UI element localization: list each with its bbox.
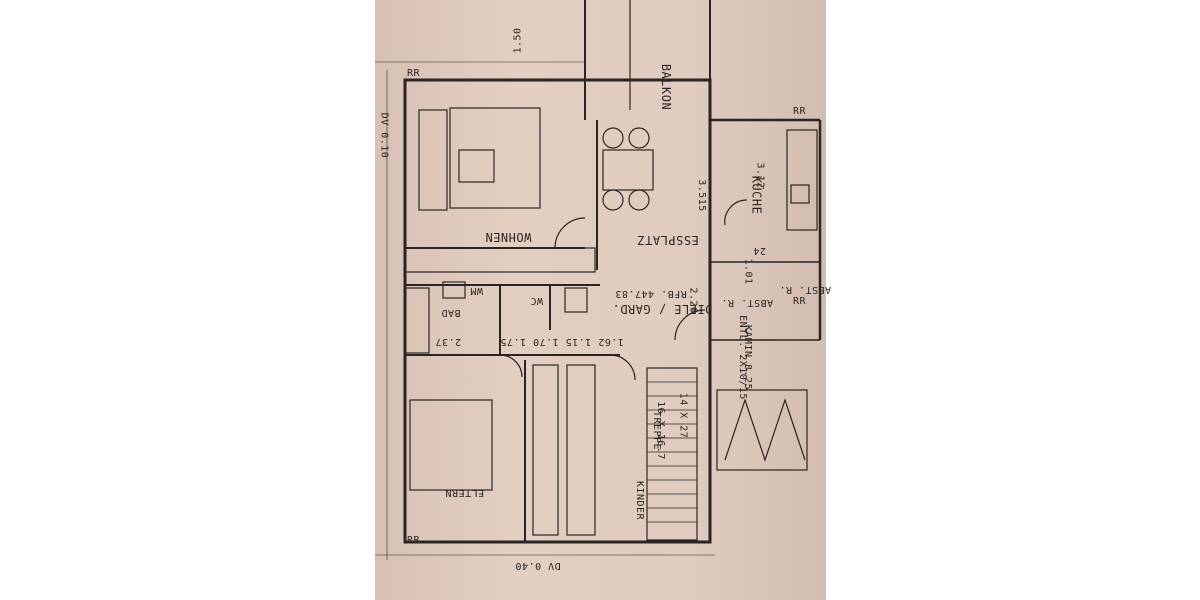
exterior-stair-zigzag <box>724 398 806 462</box>
staircase <box>646 367 698 541</box>
floor-plan-drawing <box>375 0 822 560</box>
room-label-balkon: BALKON <box>659 63 674 111</box>
wardrobe <box>566 364 596 536</box>
vent-label: ENTL. 2X10/15 <box>736 315 748 400</box>
coffee-table <box>458 149 495 183</box>
sofa <box>418 109 448 211</box>
washbasin <box>442 281 466 299</box>
stair-treads <box>647 381 697 523</box>
bathtub <box>404 287 430 354</box>
exterior-stair <box>716 389 808 471</box>
dim-2-37: 2.37 <box>435 336 462 347</box>
kitchen-counter <box>786 129 818 231</box>
rr-bottom-right: RR <box>793 296 807 307</box>
rr-bottom-left: RR <box>407 535 421 546</box>
room-label-kinder: KINDER <box>634 480 646 521</box>
door-swing <box>674 309 706 341</box>
room-label-abst-r: ABST. R. <box>721 297 774 308</box>
wardrobe <box>532 364 559 536</box>
door-swing <box>609 354 636 381</box>
chair <box>628 127 650 149</box>
dim-24: 24 <box>753 245 767 256</box>
room-label-essplatz: ESSPLATZ <box>637 233 699 247</box>
room-label-wc: WC <box>530 295 544 306</box>
dining-table <box>602 149 654 191</box>
room-label-wohnen: WOHNEN <box>485 230 532 244</box>
room-label-bad: BAD <box>441 307 461 318</box>
door-swing <box>554 217 586 249</box>
chair <box>602 127 624 149</box>
counter <box>404 247 596 273</box>
rr-top-right: RR <box>793 106 807 117</box>
room-label-wm: WM <box>470 285 484 296</box>
door-swing <box>499 354 523 378</box>
bed <box>409 399 493 491</box>
dim-3-12: 3.12 <box>754 162 766 189</box>
chair <box>628 189 650 211</box>
dim-3-515: 3.515 <box>695 179 707 212</box>
wc-bowl <box>564 287 588 313</box>
dim-2-26: 2.26 <box>687 287 699 314</box>
dv-bottom-label: DV 0.40 <box>515 560 561 571</box>
rr-top-left: RR <box>407 68 421 79</box>
room-label-eltern: ELTERN <box>445 487 485 498</box>
floor-plan-sheet: WOHNEN BALKON ESSPLATZ KÜCHE BAD WM WC D… <box>375 0 831 600</box>
door-swing <box>724 199 748 226</box>
chair <box>602 189 624 211</box>
dv-top-label: DV 0.10 <box>378 112 390 159</box>
rug <box>449 107 541 209</box>
stair-dimension-1: 16 X 16.7 <box>654 401 666 460</box>
dim-1-01: 1.01 <box>742 258 754 285</box>
stair-dimension-2: 14 X 27 <box>677 392 689 439</box>
room-label-abst-r-2: ABST. R. <box>779 284 832 295</box>
dim-1-50: 1.50 <box>512 27 524 54</box>
dim-row: 1.62 1.15 1.70 1.75 <box>500 336 624 347</box>
rfb-elevation: RFB. 447.83 <box>615 288 687 299</box>
stove <box>790 184 810 204</box>
